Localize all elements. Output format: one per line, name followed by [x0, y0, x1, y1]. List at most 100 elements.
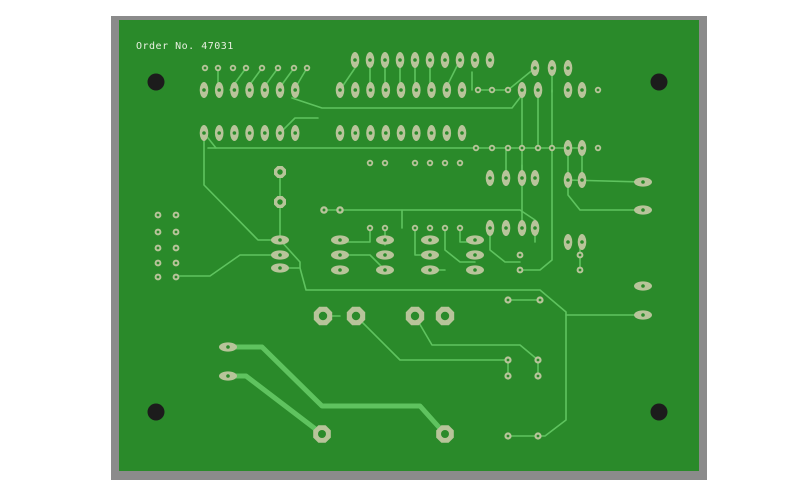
pcb-artwork [147, 52, 668, 443]
header-pad-hole [174, 275, 178, 279]
ic-pad-hole [368, 88, 373, 92]
trace [321, 209, 403, 229]
oval-pad-hole [338, 238, 342, 242]
header-pad-hole [156, 246, 160, 250]
header-pad-hole [174, 246, 178, 250]
small-pad-hole [596, 88, 600, 92]
small-pad-hole [428, 226, 432, 230]
ic-pad-hole [232, 88, 237, 92]
ic-pad-hole [384, 131, 388, 135]
small-pad-hole [578, 268, 582, 272]
ic-pad-hole [217, 131, 221, 135]
small-pad-hole [506, 88, 510, 92]
terminal-pad-hole [641, 180, 645, 184]
oval-pad-hole [278, 238, 282, 242]
connector-pad-hole [580, 240, 584, 244]
connector-pad-hole [520, 176, 524, 180]
oval-pad-hole [278, 253, 282, 257]
connector-pad-hole [566, 146, 570, 150]
trace [444, 227, 476, 263]
oval-pad-hole [278, 266, 282, 270]
connector-pad-hole [520, 226, 524, 230]
ic-pad-hole [353, 131, 358, 135]
octagon-pad-hole [277, 199, 283, 205]
small-pad-hole [458, 226, 462, 230]
ic-pad-hole [445, 88, 449, 92]
small-pad-hole [216, 66, 220, 70]
connector-pad-hole [566, 66, 570, 70]
small-pad-hole [490, 88, 494, 92]
ic-pad-hole [353, 88, 358, 92]
octagon-pad-hole [441, 430, 449, 438]
small-pad-hole [383, 161, 387, 165]
ic-pad-hole [293, 131, 297, 135]
header-pad-hole [488, 58, 492, 62]
small-pad-hole [443, 161, 447, 165]
mounting-hole [650, 403, 668, 421]
ic-pad-hole [399, 88, 403, 92]
small-pad-hole [536, 434, 540, 438]
connector-pad-hole [580, 88, 584, 92]
ic-pad-hole [217, 88, 221, 92]
small-pad-hole [443, 226, 447, 230]
connector-pad-hole [580, 146, 584, 150]
octagon-pad-hole [277, 169, 283, 175]
trace [344, 227, 371, 243]
header-pad-hole [174, 261, 178, 265]
small-pad-hole [506, 434, 510, 438]
trace [279, 171, 567, 437]
ic-pad-hole [414, 88, 419, 92]
small-pad-hole [578, 253, 582, 257]
ic-pad-hole [293, 88, 297, 92]
header-pad-hole [156, 261, 160, 265]
header-pad-hole [156, 213, 160, 217]
trace [355, 315, 509, 361]
small-pad-hole [413, 226, 417, 230]
trace [203, 132, 281, 241]
small-pad-hole [244, 66, 248, 70]
header-pad-hole [473, 58, 477, 62]
small-pad-hole [476, 88, 480, 92]
ic-pad-hole [460, 88, 464, 92]
small-pad-hole [338, 208, 342, 212]
small-pad-hole [520, 146, 524, 150]
small-pad-hole [538, 298, 542, 302]
ic-pad-hole [384, 88, 388, 92]
small-pad-hole [260, 66, 264, 70]
small-pad-hole [596, 146, 600, 150]
trace [291, 89, 523, 109]
ic-pad-hole [445, 131, 449, 135]
connector-pad-hole [580, 178, 584, 182]
small-pad-hole [550, 146, 554, 150]
header-pad-hole [156, 275, 160, 279]
oval-pad-hole [428, 238, 432, 242]
header-pad-hole [428, 58, 432, 62]
ic-pad-hole [278, 131, 282, 135]
ic-pad-hole [202, 131, 206, 135]
power-pad-hole [226, 345, 230, 349]
trace [225, 373, 325, 437]
ic-pad-hole [460, 131, 464, 135]
header-pad-hole [353, 58, 357, 62]
connector-pad-hole [488, 226, 492, 230]
connector-pad-hole [533, 176, 537, 180]
connector-pad-hole [504, 226, 508, 230]
small-pad-hole [518, 268, 522, 272]
header-pad-hole [458, 58, 462, 62]
small-pad-hole [413, 161, 417, 165]
connector-pad-hole [566, 178, 570, 182]
small-pad-hole [536, 358, 540, 362]
ic-pad-hole [338, 131, 342, 135]
octagon-pad-hole [351, 311, 361, 321]
power-pad-hole [226, 374, 230, 378]
octagon-pad-hole [440, 311, 450, 321]
solder-pads [154, 52, 652, 443]
header-pad-hole [174, 213, 178, 217]
small-pad-hole [458, 161, 462, 165]
connector-pad-hole [504, 176, 508, 180]
oval-pad-hole [473, 268, 477, 272]
oval-pad-hole [473, 253, 477, 257]
header-pad-hole [174, 230, 178, 234]
small-pad-hole [506, 374, 510, 378]
terminal-pad-hole [641, 313, 645, 317]
